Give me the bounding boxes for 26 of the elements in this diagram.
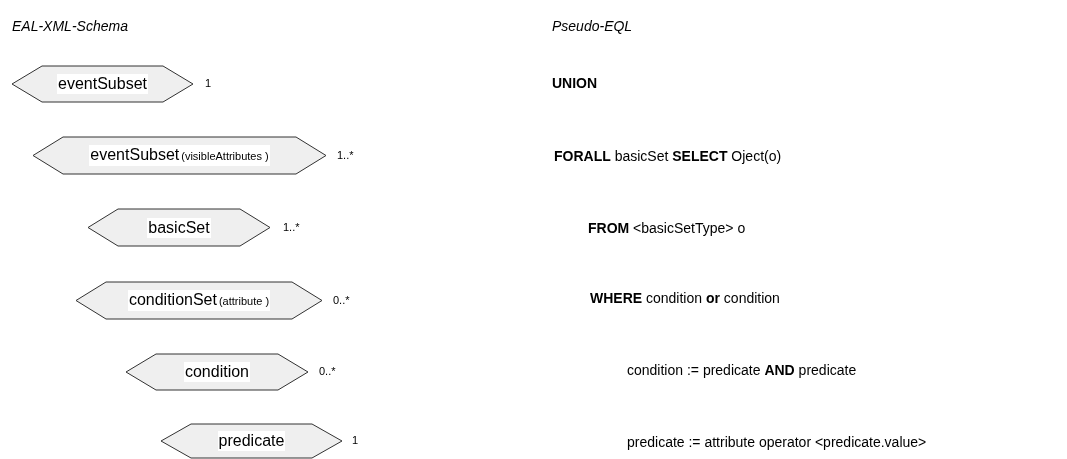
hexagon-node: [33, 137, 326, 174]
hexagon-node: [88, 209, 270, 246]
node-label: eventSubset: [57, 74, 148, 94]
section-heading: EAL-XML-Schema: [12, 18, 128, 34]
query-line: condition := predicate AND predicate: [627, 362, 857, 378]
node-label: eventSubset(visibleAttributes ): [89, 145, 270, 166]
multiplicity-label: 0..*: [333, 293, 350, 306]
multiplicity-label: 1: [352, 434, 359, 446]
multiplicity-label: 0..*: [319, 365, 336, 377]
multiplicity-label: 1..*: [337, 148, 354, 161]
query-line: FROM <basicSetType> o: [588, 220, 746, 236]
query-line: FORALL basicSet SELECT Oject(o): [554, 148, 782, 164]
multiplicity-label: 1..*: [283, 220, 300, 233]
hexagon-node: [76, 282, 322, 319]
query-line: WHERE condition or condition: [590, 290, 780, 306]
query-line: UNION: [552, 75, 598, 91]
node-label: conditionSet(attribute ): [127, 290, 271, 311]
hexagon-node: [161, 424, 342, 458]
section-heading: Pseudo-EQL: [552, 18, 633, 34]
hexagon-node: [126, 354, 308, 390]
node-label: basicSet: [147, 217, 211, 238]
node-label: predicate: [217, 431, 286, 451]
node-label: condition: [183, 362, 250, 382]
multiplicity-label: 1: [205, 77, 212, 89]
hexagon-node: [12, 66, 193, 102]
query-line: predicate := attribute operator <predicate.value>: [627, 434, 927, 450]
